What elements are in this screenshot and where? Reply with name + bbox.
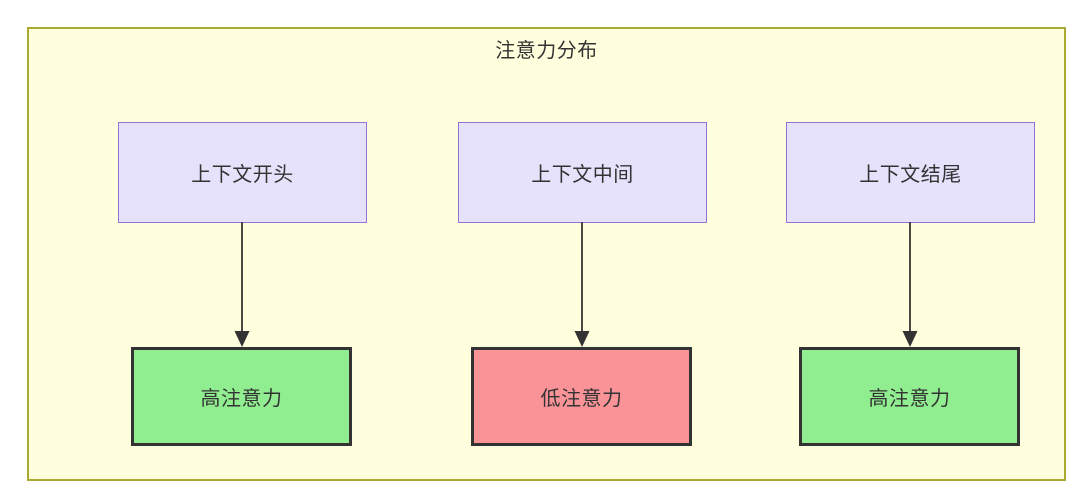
edge-context-start-to-high-attention <box>234 222 250 347</box>
attention-distribution-subgraph: 注意力分布 上下文开头 高注意力 上下文中间 低注意力 上下文结尾 <box>27 27 1066 481</box>
node-low-attention-middle[interactable]: 低注意力 <box>471 347 692 446</box>
node-context-start[interactable]: 上下文开头 <box>118 122 367 223</box>
node-high-attention-start[interactable]: 高注意力 <box>131 347 352 446</box>
subgraph-title: 注意力分布 <box>495 40 598 62</box>
node-high-attention-end-label: 高注意力 <box>868 388 951 410</box>
node-context-middle[interactable]: 上下文中间 <box>458 122 707 223</box>
edge-context-end-to-high-attention <box>902 222 918 347</box>
node-context-end-label: 上下文结尾 <box>859 164 962 186</box>
node-context-start-label: 上下文开头 <box>191 164 294 186</box>
node-high-attention-start-label: 高注意力 <box>200 388 283 410</box>
node-context-end[interactable]: 上下文结尾 <box>786 122 1035 223</box>
edge-context-middle-to-low-attention <box>574 222 590 347</box>
node-context-middle-label: 上下文中间 <box>531 164 634 186</box>
node-high-attention-end[interactable]: 高注意力 <box>799 347 1020 446</box>
node-low-attention-middle-label: 低注意力 <box>540 388 623 410</box>
